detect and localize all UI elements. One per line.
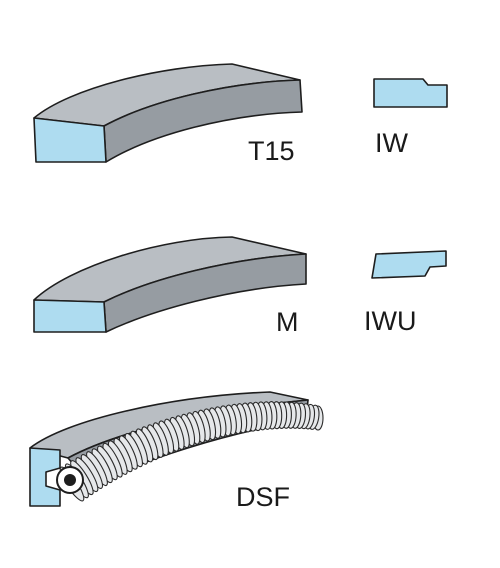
ring-label-dsf: DSF	[236, 482, 290, 512]
ring-label-t15: T15	[248, 136, 295, 166]
ring-label-m: M	[276, 307, 299, 337]
profile-label-iw: IW	[375, 128, 409, 158]
profile-iw-cross-section	[373, 78, 448, 108]
ring-dsf-cross-section	[29, 447, 61, 507]
ring-t15-outer-side	[103, 79, 303, 163]
ring-m	[33, 236, 307, 333]
ring-m-outer-side	[103, 253, 307, 333]
ring-m-cross-section	[33, 299, 107, 333]
ring-dsf	[29, 391, 324, 507]
ring-t15	[33, 63, 303, 163]
profile-label-iwu: IWU	[364, 306, 416, 336]
ring-t15-cross-section	[33, 117, 107, 163]
profile-iwu-cross-section	[371, 250, 447, 279]
ring-dsf-coil-end-inner	[64, 474, 76, 486]
